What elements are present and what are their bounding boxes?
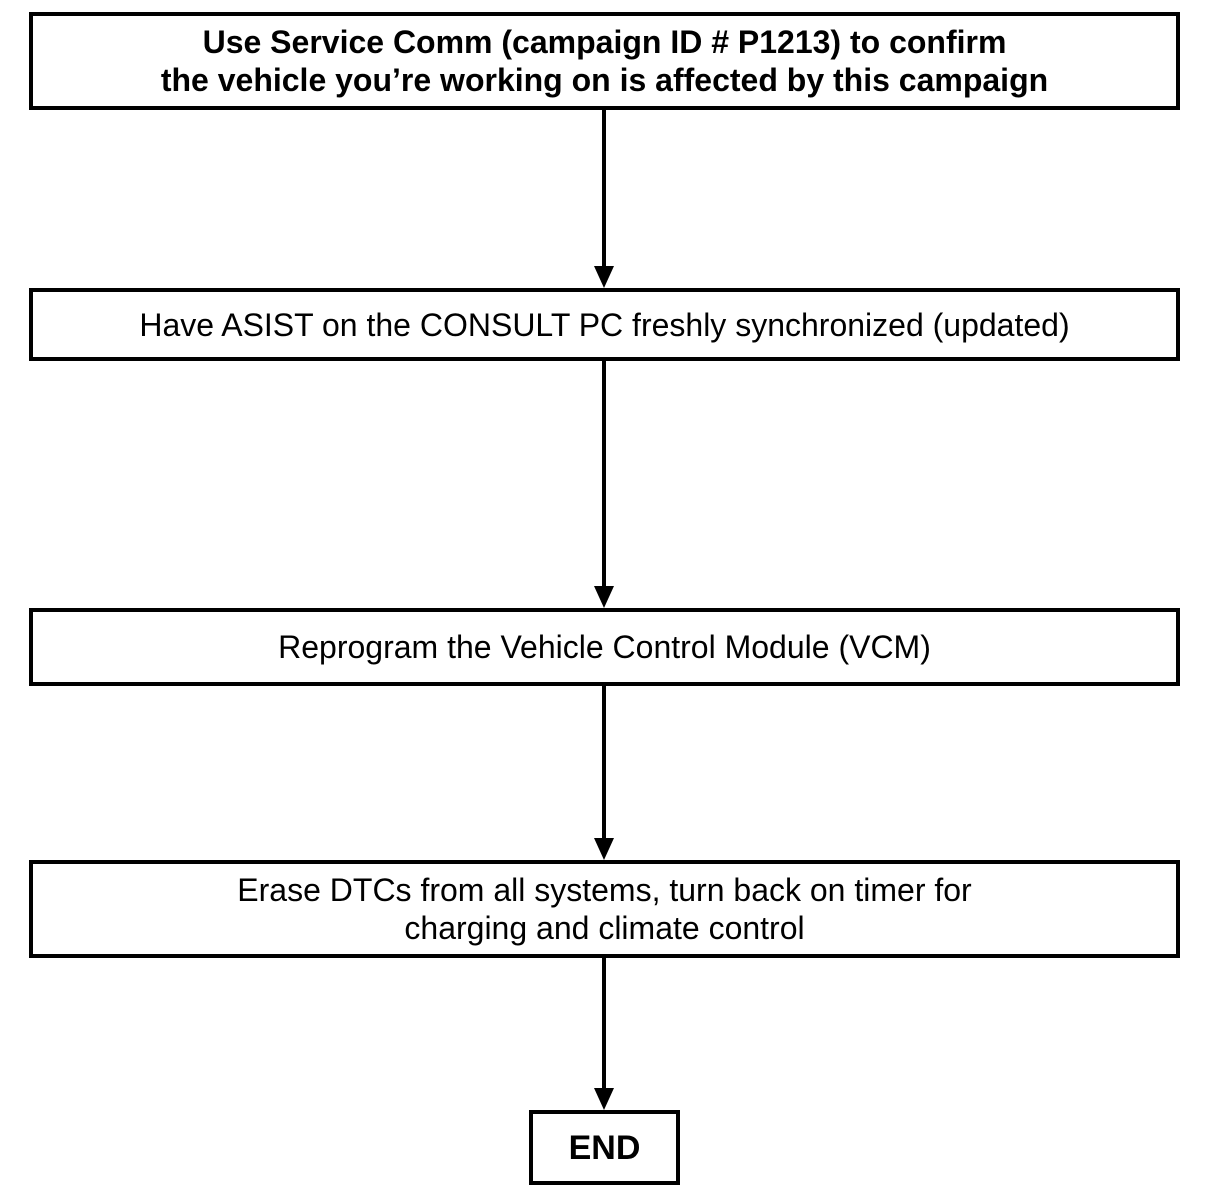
flow-node-sync-asist: Have ASIST on the CONSULT PC freshly syn… [29, 288, 1180, 361]
flow-arrow-2 [594, 361, 614, 608]
flow-node-reprogram-vcm: Reprogram the Vehicle Control Module (VC… [29, 608, 1180, 686]
arrow-line [602, 361, 606, 586]
flow-node-erase-dtcs: Erase DTCs from all systems, turn back o… [29, 860, 1180, 958]
arrow-line [602, 686, 606, 838]
arrow-head-down-icon [594, 838, 614, 860]
flow-node-end: END [529, 1110, 680, 1185]
flow-arrow-1 [594, 110, 614, 288]
node-label-sync-asist: Have ASIST on the CONSULT PC freshly syn… [139, 306, 1070, 343]
arrow-line [602, 110, 606, 266]
flow-arrow-3 [594, 686, 614, 860]
node-label-erase-dtcs: Erase DTCs from all systems, turn back o… [237, 872, 972, 946]
arrow-head-down-icon [594, 1088, 614, 1110]
flow-arrow-4 [594, 958, 614, 1110]
node-label-confirm-campaign: Use Service Comm (campaign ID # P1213) t… [160, 24, 1049, 98]
arrow-line [602, 958, 606, 1088]
flow-node-confirm-campaign: Use Service Comm (campaign ID # P1213) t… [29, 12, 1180, 110]
node-label-reprogram-vcm: Reprogram the Vehicle Control Module (VC… [278, 629, 931, 665]
arrow-head-down-icon [594, 586, 614, 608]
node-label-end: END [568, 1128, 641, 1167]
arrow-head-down-icon [594, 266, 614, 288]
